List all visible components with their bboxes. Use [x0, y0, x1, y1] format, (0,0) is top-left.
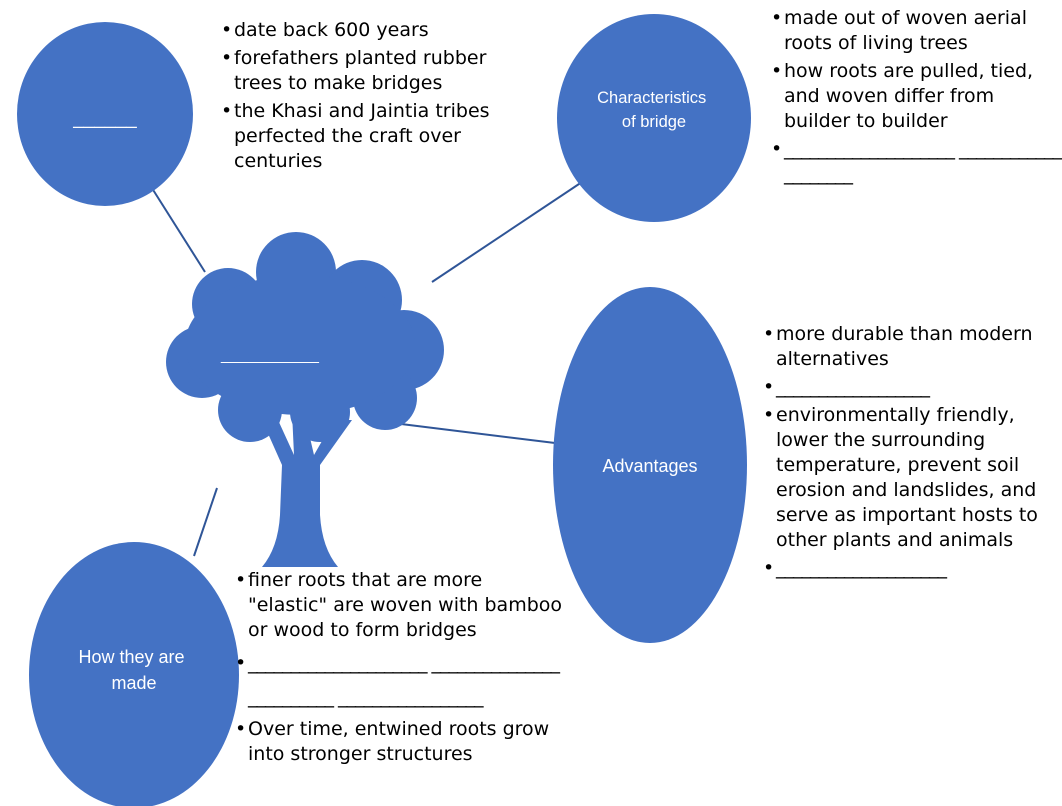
node-characteristics-label-line-1: Characteristics [597, 89, 706, 107]
connector-how [193, 487, 218, 557]
characteristics-bullet-blank: ____________________ ___________________… [771, 137, 1062, 187]
node-history [17, 22, 193, 206]
tree-icon [166, 232, 444, 567]
characteristics-bullet-list: made out of woven aerial roots of living… [771, 6, 1062, 190]
advantages-bullet-blank: __________________ [763, 375, 1062, 400]
node-characteristics-label: Characteristics of bridge [597, 89, 711, 131]
characteristics-bullet: made out of woven aerial roots of living… [771, 6, 1062, 56]
node-advantages-label: Advantages [602, 456, 697, 476]
node-how-label-line-1: How they are [78, 647, 184, 667]
connector-advantages [392, 422, 556, 444]
connector-characteristics [431, 179, 586, 283]
history-bullet: date back 600 years [221, 18, 522, 43]
node-advantages [553, 287, 747, 643]
how-bullet: finer roots that are more "elastic" are … [235, 568, 566, 643]
node-characteristics [557, 14, 751, 222]
node-how [29, 542, 239, 806]
history-bullet: forefathers planted rubber trees to make… [221, 46, 522, 96]
characteristics-bullet: how roots are pulled, tied, and woven di… [771, 59, 1062, 134]
advantages-bullet-blank: ____________________ [763, 556, 1062, 581]
node-history-label: ______ [72, 108, 137, 129]
advantages-bullet: more durable than modern alternatives [763, 322, 1062, 372]
advantages-bullet-list: more durable than modern alternatives __… [763, 322, 1062, 584]
history-bullet: the Khasi and Jaintia tribes perfected t… [221, 99, 522, 174]
node-how-label: How they are made [78, 647, 189, 693]
center-label: ___________ [220, 347, 320, 364]
node-characteristics-label-line-2: of bridge [622, 113, 686, 131]
connector-history [149, 184, 206, 273]
how-bullet-list: finer roots that are more "elastic" are … [235, 568, 566, 770]
history-bullet-list: date back 600 years forefathers planted … [221, 18, 522, 177]
node-how-label-line-2: made [111, 673, 156, 693]
how-bullet-blank: _____________________ __________________… [235, 646, 566, 714]
advantages-bullet: environmentally friendly, lower the surr… [763, 403, 1062, 553]
connector-lines [149, 179, 586, 557]
how-bullet: Over time, entwined roots grow into stro… [235, 717, 566, 767]
